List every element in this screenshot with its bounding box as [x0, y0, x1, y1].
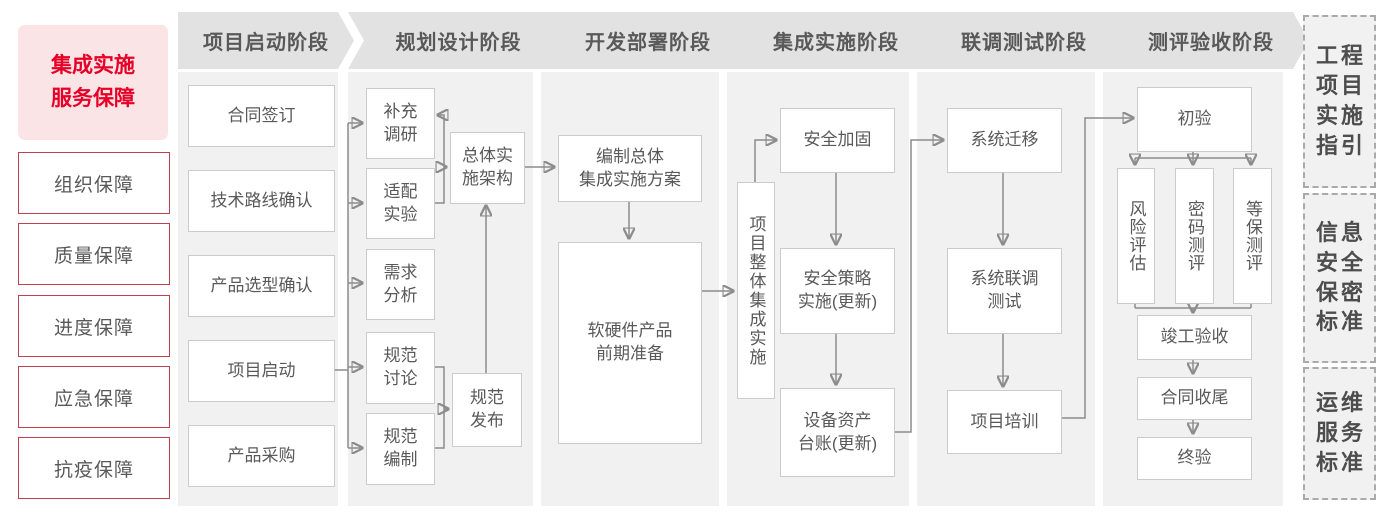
box-contract-closure: 合同收尾	[1137, 377, 1252, 420]
box-overall-impl-architecture: 总体实 施架构	[450, 132, 525, 204]
guarantee-title: 集成实施 服务保障	[18, 25, 168, 140]
box-initial-acceptance: 初验	[1137, 87, 1252, 152]
guarantee-item-quality: 质量保障	[18, 223, 170, 285]
standard-row: 标准	[1316, 309, 1363, 335]
guarantee-item-schedule: 进度保障	[18, 295, 170, 357]
standard-row: 标准	[1316, 449, 1363, 475]
box-security-policy-impl: 安全策略 实施(更新)	[780, 248, 895, 334]
standard-row: 安全	[1316, 249, 1363, 275]
box-contract-signing: 合同签订	[188, 85, 335, 147]
standard-row: 保密	[1316, 279, 1363, 305]
standard-om-service: 运维 服务 标准	[1303, 367, 1376, 500]
guarantee-item-organization: 组织保障	[18, 152, 170, 214]
box-adaptation-test: 适配 实验	[366, 168, 435, 239]
standard-row: 服务	[1316, 420, 1363, 446]
box-requirement-analysis: 需求 分析	[366, 249, 435, 320]
box-spec-release: 规范 发布	[452, 373, 522, 447]
box-hw-sw-preparation: 软硬件产品 前期准备	[558, 242, 702, 444]
box-system-migration: 系统迁移	[947, 108, 1062, 173]
box-product-procurement: 产品采购	[188, 425, 335, 487]
box-risk-assessment: 风险评估	[1117, 168, 1155, 304]
standard-information-security: 信息 安全 保密 标准	[1303, 193, 1376, 363]
standard-row: 信息	[1316, 219, 1363, 245]
box-completion-acceptance: 竣工验收	[1137, 315, 1252, 360]
box-tech-route-confirm: 技术路线确认	[188, 170, 335, 232]
box-spec-discussion: 规范 讨论	[366, 332, 435, 404]
guarantee-item-pandemic: 抗疫保障	[18, 437, 170, 499]
box-spec-drafting: 规范 编制	[366, 413, 435, 485]
box-final-acceptance: 终验	[1137, 437, 1252, 480]
box-mlps-evaluation: 等保测评	[1233, 168, 1272, 304]
box-joint-debug-test: 系统联调 测试	[947, 248, 1062, 334]
box-overall-project-integration: 项目整体集成实施	[737, 182, 775, 399]
standard-project-implementation-guide: 工程 项目 实施 指引	[1303, 15, 1376, 188]
box-overall-integration-plan: 编制总体 集成实施方案	[558, 135, 702, 202]
phase-header-evaluation-acceptance: 测评验收阶段	[1103, 12, 1309, 69]
standard-row: 指引	[1316, 132, 1363, 158]
box-project-training: 项目培训	[947, 390, 1062, 454]
box-asset-ledger: 设备资产 台账(更新)	[780, 388, 895, 477]
standard-row: 运维	[1316, 390, 1363, 416]
box-crypto-evaluation: 密码测评	[1175, 168, 1214, 304]
box-security-hardening: 安全加固	[780, 108, 895, 173]
box-supplementary-research: 补充 调研	[366, 88, 435, 159]
standard-row: 实施	[1316, 103, 1363, 128]
standard-row: 工程	[1316, 43, 1363, 69]
phase-header-project-initiation: 项目启动阶段	[178, 12, 354, 69]
phase-header-development-deployment: 开发部署阶段	[541, 12, 745, 69]
phase-header-joint-testing: 联调测试阶段	[917, 12, 1121, 69]
phase-header-integration-implementation: 集成实施阶段	[727, 12, 935, 69]
phase-header-planning-design: 规划设计阶段	[348, 12, 559, 69]
box-product-selection-confirm: 产品选型确认	[188, 255, 335, 317]
guarantee-item-emergency: 应急保障	[18, 366, 170, 428]
standard-row: 项目	[1316, 73, 1363, 99]
box-project-kickoff: 项目启动	[188, 340, 335, 402]
